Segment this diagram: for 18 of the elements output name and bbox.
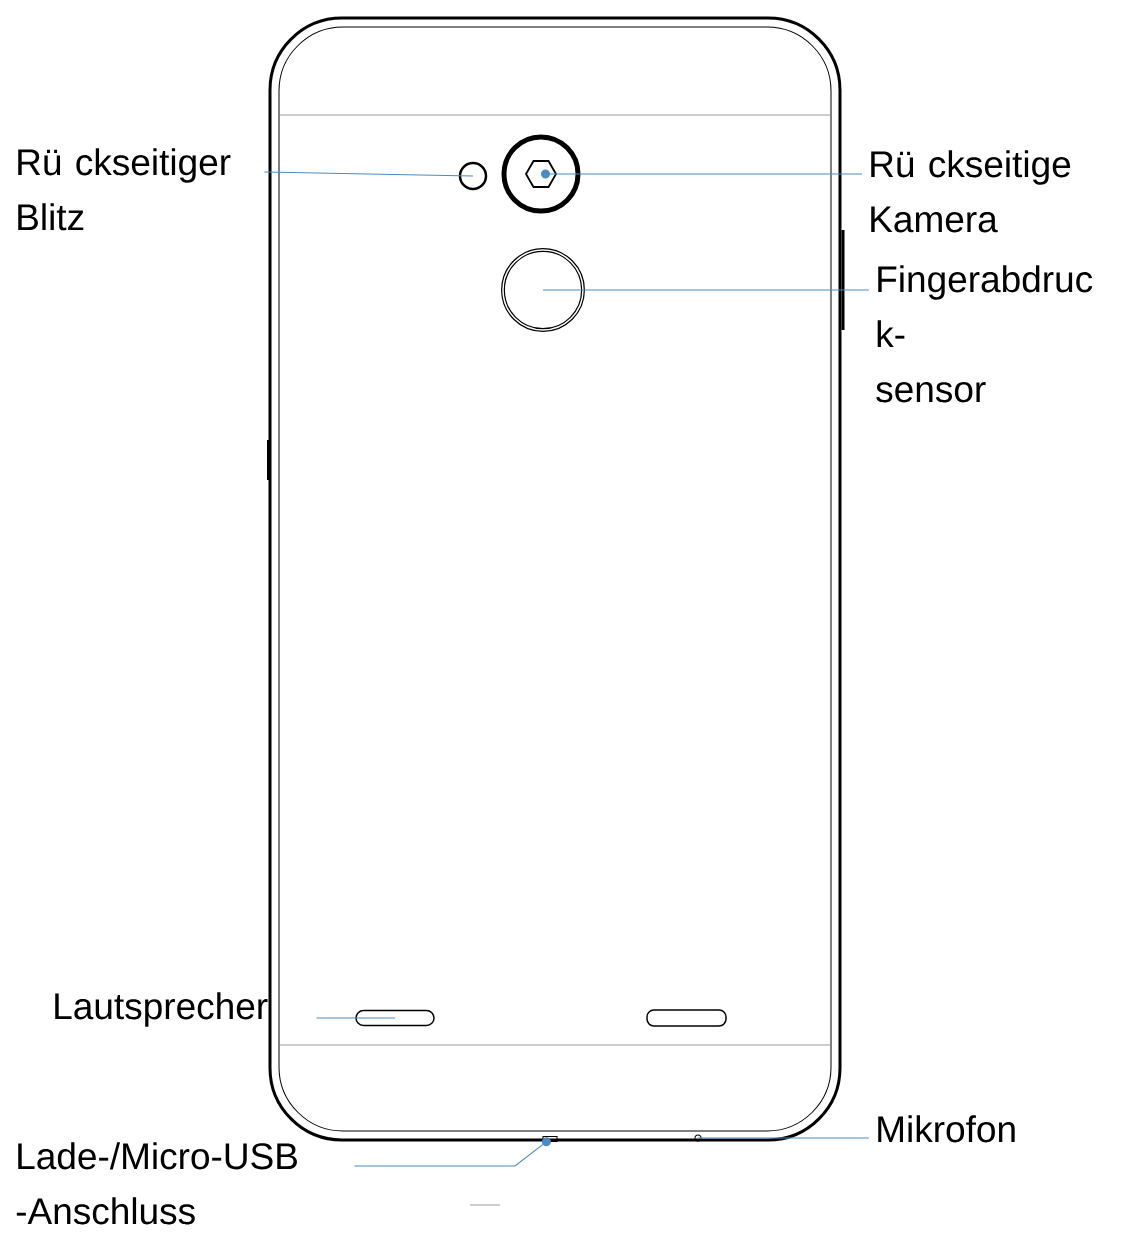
leader-line bbox=[353, 1137, 551, 1167]
microphone-hole bbox=[694, 1134, 702, 1142]
callout-label: Lade-/Micro-USB -Anschluss bbox=[16, 1142, 297, 1225]
leader-line bbox=[541, 169, 863, 179]
leader-line bbox=[315, 1017, 396, 1019]
callout-label: Lautsprecher bbox=[55, 992, 268, 1027]
speaker-grille bbox=[355, 1009, 435, 1027]
callout-label: Rü ckseitige Kamera bbox=[871, 150, 1071, 233]
callout-label: Mikrofon bbox=[878, 1115, 1015, 1143]
charging-port bbox=[542, 1136, 558, 1142]
callout-label: Fingerabdruc k- sensor bbox=[876, 265, 1093, 403]
camera-ring bbox=[501, 134, 581, 214]
fingerprint-sensor bbox=[501, 248, 585, 332]
flash-ring bbox=[458, 161, 488, 191]
leader-line bbox=[542, 289, 870, 291]
leader-line bbox=[263, 171, 474, 177]
leader-line bbox=[697, 1137, 870, 1139]
callout-label: Rü ckseitiger Blitz bbox=[18, 148, 231, 231]
